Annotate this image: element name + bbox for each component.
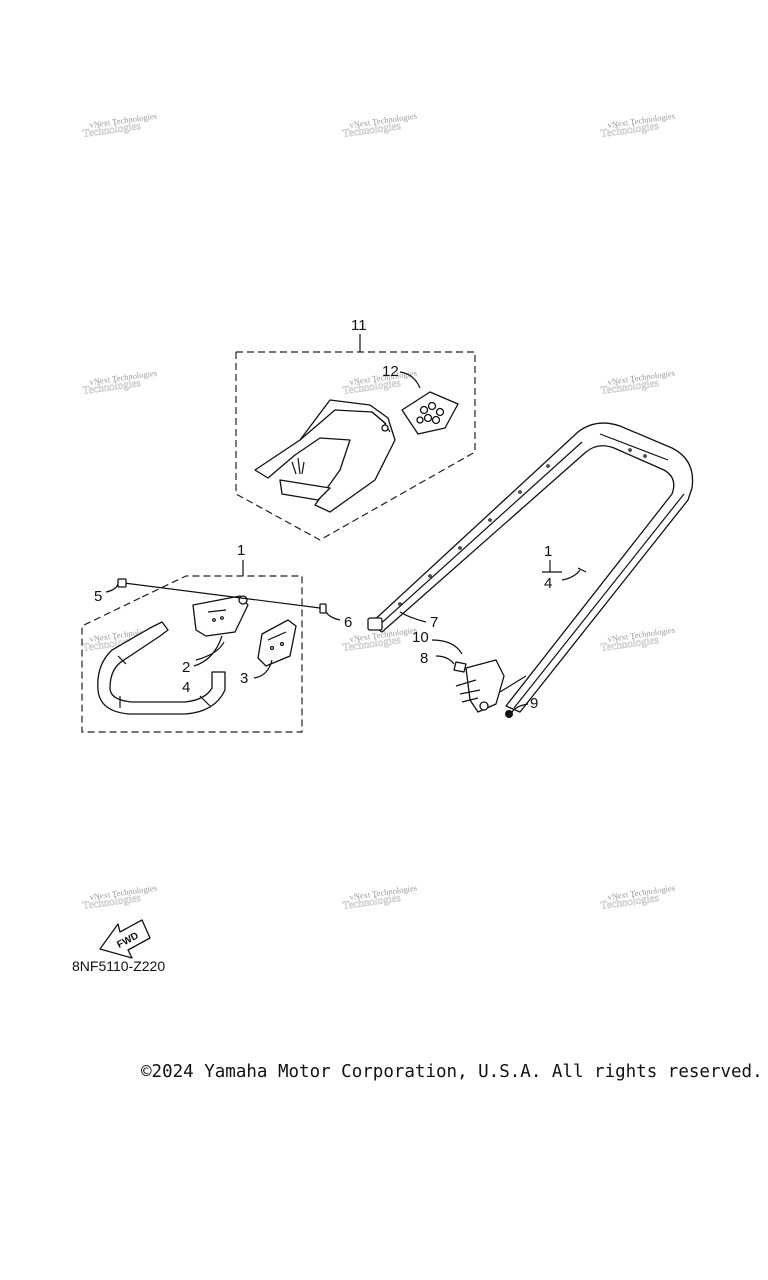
leader-1-4-rail <box>561 569 581 581</box>
part-bolt-5 <box>117 578 127 588</box>
alignment-line-5-6 <box>123 582 321 609</box>
callout-10: 10 <box>412 629 429 646</box>
watermark: Technologies vNext Technologies <box>82 883 158 913</box>
leader-4-front <box>195 641 225 661</box>
watermark: Technologies vNext Technologies <box>600 883 676 913</box>
watermark: Technologies vNext Technologies <box>82 111 158 141</box>
leader-6 <box>325 611 341 621</box>
watermark-layer: Technologies vNext Technologies Technolo… <box>82 111 676 913</box>
callout-7: 7 <box>430 614 438 631</box>
assembly-11-boundary <box>235 351 476 541</box>
leader-3 <box>253 659 273 679</box>
assembly-1-boundary <box>81 575 303 733</box>
part-front-bumper-tube <box>97 621 226 715</box>
copyright-notice: ©2024 Yamaha Motor Corporation, U.S.A. A… <box>141 1062 763 1082</box>
callout-1-rail: 1 <box>544 543 552 560</box>
leader-2 <box>193 635 223 667</box>
callout-3: 3 <box>240 670 248 687</box>
callout-2: 2 <box>182 659 190 676</box>
leader-9 <box>511 703 529 713</box>
part-bracket-2 <box>192 595 249 637</box>
part-side-rail-7 <box>367 422 694 713</box>
part-rivet-rail <box>577 567 587 573</box>
part-rear-bracket <box>455 659 527 713</box>
leader-12 <box>399 371 421 389</box>
callout-4-rail: 4 <box>544 575 552 592</box>
callout-12: 12 <box>382 363 399 380</box>
watermark: Technologies vNext Technologies <box>600 625 676 655</box>
side-rail-group: 7 1 4 10 8 9 <box>367 422 694 718</box>
leader-5 <box>105 583 119 593</box>
leader-8 <box>435 655 455 665</box>
callout-11: 11 <box>351 317 367 334</box>
assembly-1-front-group: 1 5 <box>81 542 352 733</box>
watermark: Technologies vNext Technologies <box>342 368 418 398</box>
part-bolt-8 <box>453 661 467 673</box>
watermark: Technologies vNext Technologies <box>342 111 418 141</box>
callout-4-front: 4 <box>182 679 190 696</box>
diagram-code: 8NF5110-Z220 <box>72 958 166 974</box>
part-cover-tray <box>254 399 396 513</box>
part-bracket-3 <box>257 619 297 667</box>
watermark: Technologies vNext Technologies <box>600 368 676 398</box>
callout-9: 9 <box>530 695 538 712</box>
fwd-arrow-icon: FWD <box>99 919 151 959</box>
part-hardware-bag <box>401 391 459 435</box>
leader-10 <box>431 639 463 655</box>
part-pin-6 <box>319 603 327 614</box>
watermark: Technologies vNext Technologies <box>82 368 158 398</box>
callout-6: 6 <box>344 614 352 631</box>
part-nut-9 <box>505 710 513 718</box>
callout-8: 8 <box>420 650 428 667</box>
assembly-11-group: 11 12 <box>235 317 476 541</box>
watermark: Technologies vNext Technologies <box>600 111 676 141</box>
callout-5: 5 <box>94 588 102 605</box>
watermark: Technologies vNext Technologies <box>342 883 418 913</box>
callout-1-front: 1 <box>237 542 245 559</box>
leader-7 <box>399 611 427 623</box>
